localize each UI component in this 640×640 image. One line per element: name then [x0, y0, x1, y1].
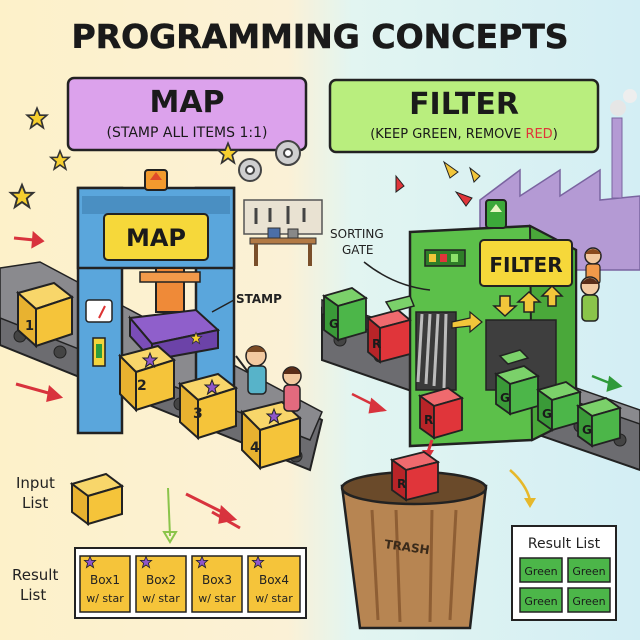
trash-bin: TRASH [340, 470, 488, 630]
input-label-line2: List [22, 494, 48, 512]
svg-text:Green: Green [572, 565, 605, 578]
dropped-box-red: R [417, 387, 465, 440]
filter-machine-label: FILTER [489, 253, 562, 277]
box-number: 2 [137, 378, 147, 394]
input-box [69, 472, 125, 526]
svg-text:Box3: Box3 [202, 573, 232, 587]
filter-subtitle: (KEEP GREEN, REMOVE RED) [370, 127, 558, 142]
filter-result-item: Green [567, 587, 611, 613]
gate-label-line1: SORTING [330, 227, 384, 241]
belt-box: 3 [177, 372, 239, 441]
filter-result-heading: Result List [528, 536, 601, 552]
filter-heading-box [328, 78, 600, 154]
filter-heading: FILTER [409, 87, 519, 122]
stamp-label: STAMP [236, 292, 282, 306]
map-machine: MAP [76, 169, 236, 435]
map-panel: MAP (STAMP ALL ITEMS 1:1) [0, 76, 324, 619]
svg-text:w/ star: w/ star [86, 592, 124, 605]
box-number: 4 [250, 440, 260, 456]
svg-text:G: G [329, 317, 339, 331]
trash-label: TRASH [384, 537, 431, 557]
map-heading-box [66, 76, 308, 152]
svg-text:Green: Green [572, 595, 605, 608]
map-result-item: Box3 w/ star [191, 555, 243, 613]
result-label-line2: List [20, 586, 46, 604]
out-box-green: G [493, 365, 541, 416]
flow-arrows [13, 230, 241, 530]
belt-box-red: R [366, 309, 412, 364]
arrow-icons [492, 284, 564, 318]
page-title: PROGRAMMING CONCEPTS [72, 17, 569, 56]
trash-box-red: R [389, 451, 441, 502]
flow-arrows [591, 374, 623, 392]
out-box-green: G [535, 381, 583, 432]
svg-text:G: G [500, 391, 510, 405]
svg-text:w/ star: w/ star [142, 592, 180, 605]
result-label-line1: Result [12, 566, 58, 584]
filter-panel: FILTER (KEEP GREEN, REMOVE RED) [321, 78, 640, 630]
belt-box: 1 [15, 281, 75, 349]
svg-text:Box2: Box2 [146, 573, 176, 587]
filter-result-item: Green [519, 587, 563, 613]
svg-text:G: G [582, 423, 592, 437]
svg-text:G: G [542, 407, 552, 421]
svg-text:R: R [372, 337, 381, 351]
out-box-green: G [575, 397, 623, 448]
svg-text:w/ star: w/ star [198, 592, 236, 605]
map-result-item: Box2 w/ star [135, 555, 187, 613]
workbench [243, 199, 323, 266]
box-number: 1 [25, 319, 34, 334]
worker-figures [580, 247, 602, 322]
map-subtitle: (STAMP ALL ITEMS 1:1) [107, 125, 268, 141]
map-result-item: Box1 w/ star [79, 555, 131, 613]
svg-text:Green: Green [524, 565, 557, 578]
spark-decor [395, 160, 481, 207]
svg-text:R: R [397, 477, 406, 491]
beacon-icon [485, 199, 507, 229]
svg-text:R: R [424, 413, 433, 427]
belt-box: 4 [240, 400, 303, 471]
map-machine-label: MAP [126, 224, 186, 252]
gate-label-line2: GATE [342, 243, 374, 257]
gate-curtain [416, 313, 448, 389]
box-number: 3 [193, 406, 203, 422]
gauge-icon [85, 299, 113, 323]
svg-text:Box1: Box1 [90, 573, 120, 587]
kid-figures [235, 345, 302, 412]
reject-arrows [351, 392, 387, 414]
gear-icons [238, 140, 301, 182]
belt-box: 2 [118, 344, 176, 413]
svg-text:Green: Green [524, 595, 557, 608]
out-box-green [498, 349, 530, 365]
belt-box-green: G [321, 287, 369, 342]
belt-box-green [384, 295, 416, 313]
map-result-item: Box4 w/ star [247, 555, 301, 613]
input-label-line1: Input [16, 474, 55, 492]
svg-text:Box4: Box4 [259, 573, 289, 587]
map-heading: MAP [149, 85, 224, 120]
filter-result-item: Green [519, 557, 563, 583]
filter-result-item: Green [567, 557, 611, 583]
svg-text:w/ star: w/ star [255, 592, 293, 605]
